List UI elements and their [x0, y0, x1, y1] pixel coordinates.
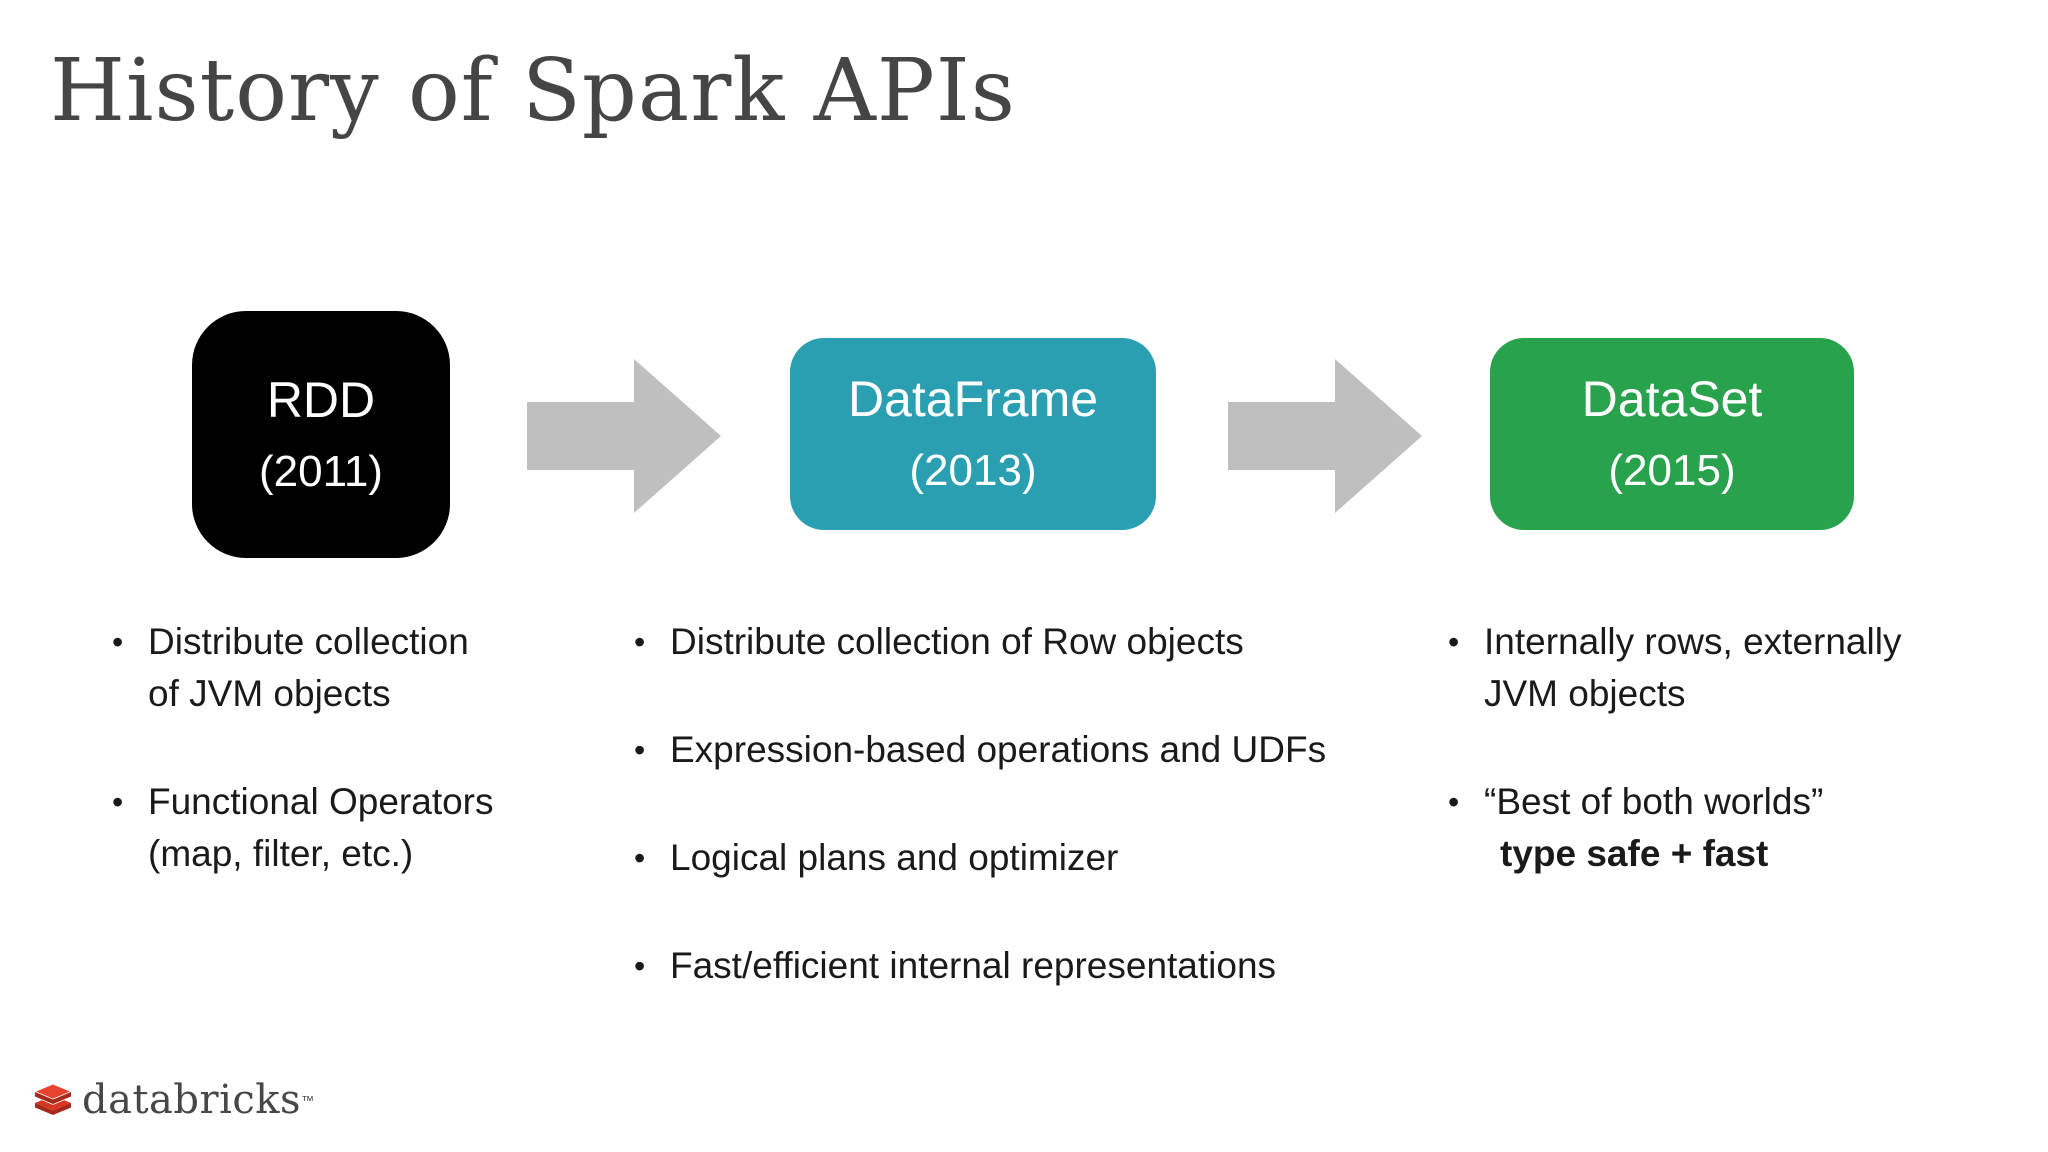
- bullet-column-rdd: • Distribute collection of JVM objects •…: [112, 616, 562, 936]
- list-item: • Distribute collection of JVM objects: [112, 616, 562, 720]
- bullet-text: Expression-based operations and UDFs: [670, 729, 1327, 770]
- timeline-box-dataset: DataSet (2015): [1490, 338, 1854, 530]
- bullet-text: Internally rows, externally: [1484, 621, 1902, 662]
- page-title: History of Spark APIs: [50, 41, 1016, 141]
- bullet-icon: •: [112, 784, 124, 820]
- bullet-column-dataset: • Internally rows, externally JVM object…: [1448, 616, 2008, 936]
- timeline-box-rdd: RDD (2011): [192, 311, 450, 558]
- box-label: DataFrame: [847, 371, 1099, 427]
- bullet-text: (map, filter, etc.): [148, 833, 414, 874]
- bullet-text: Functional Operators: [148, 781, 494, 822]
- databricks-wordmark: databricks: [82, 1077, 302, 1123]
- bullet-text: of JVM objects: [148, 673, 391, 714]
- bullet-text: Logical plans and optimizer: [670, 837, 1119, 878]
- list-item: • Internally rows, externally JVM object…: [1448, 616, 2008, 720]
- bullet-icon: •: [634, 624, 646, 660]
- bullet-text: “Best of both worlds”: [1484, 781, 1824, 822]
- bullet-icon: •: [634, 948, 646, 984]
- bullet-text: JVM objects: [1484, 673, 1686, 714]
- box-year: (2015): [1608, 446, 1736, 495]
- box-label: DataSet: [1581, 371, 1763, 427]
- box-label: RDD: [266, 371, 376, 428]
- box-year: (2011): [259, 446, 383, 496]
- list-item: • Fast/efficient internal representation…: [634, 940, 1414, 992]
- bullet-column-dataframe: • Distribute collection of Row objects •…: [634, 616, 1414, 1048]
- bullet-icon: •: [634, 732, 646, 768]
- bullet-text: Fast/efficient internal representations: [670, 945, 1277, 986]
- box-year: (2013): [909, 446, 1037, 495]
- bullet-icon: •: [112, 624, 124, 660]
- trademark-symbol: ™: [301, 1092, 315, 1108]
- bullet-text: Distribute collection of Row objects: [670, 621, 1244, 662]
- timeline-box-dataframe: DataFrame (2013): [790, 338, 1156, 530]
- right-arrow-icon: [1228, 359, 1422, 513]
- bullet-icon: •: [1448, 624, 1460, 660]
- bullet-text: Distribute collection: [148, 621, 469, 662]
- bullet-icon: •: [1448, 784, 1460, 820]
- list-item: • Logical plans and optimizer: [634, 832, 1414, 884]
- list-item: • Distribute collection of Row objects: [634, 616, 1414, 668]
- list-item: • Expression-based operations and UDFs: [634, 724, 1414, 776]
- right-arrow-icon: [527, 359, 721, 513]
- list-item: • Functional Operators (map, filter, etc…: [112, 776, 562, 880]
- list-item: • “Best of both worlds” type safe + fast: [1448, 776, 2008, 880]
- bullet-text-emphasis: type safe + fast: [1500, 833, 1769, 874]
- bullet-icon: •: [634, 840, 646, 876]
- databricks-bricks-icon: [34, 1083, 72, 1115]
